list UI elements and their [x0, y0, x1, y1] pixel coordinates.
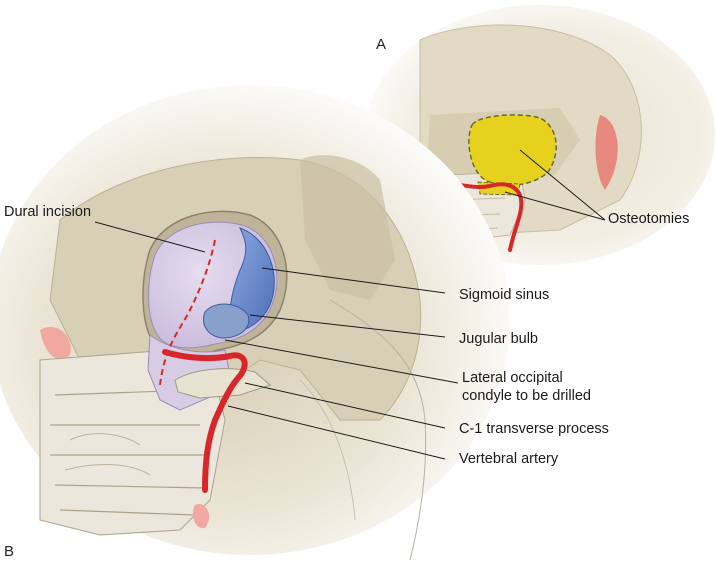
leader-lines: [94, 149, 606, 460]
c1-transverse-process: [174, 368, 271, 399]
label-sigmoid-sinus: Sigmoid sinus: [459, 287, 550, 303]
dural-incision-line: [159, 239, 216, 386]
osteotomy-region: [468, 114, 557, 187]
jugular-bulb: [203, 303, 250, 339]
panel-label-a: A: [376, 36, 387, 53]
vertebral-artery: [162, 349, 248, 493]
label-lateral-occipital-line1: Lateral occipital: [462, 370, 563, 386]
label-jugular-bulb: Jugular bulb: [459, 331, 538, 347]
label-vertebral-artery: Vertebral artery: [459, 451, 559, 467]
label-lateral-occipital-line2: condyle to be drilled: [462, 388, 591, 404]
panel-label-b: B: [4, 543, 15, 560]
label-c1-transverse: C-1 transverse process: [459, 421, 609, 437]
label-osteotomies: Osteotomies: [608, 211, 690, 227]
label-dural-incision: Dural incision: [4, 204, 92, 220]
